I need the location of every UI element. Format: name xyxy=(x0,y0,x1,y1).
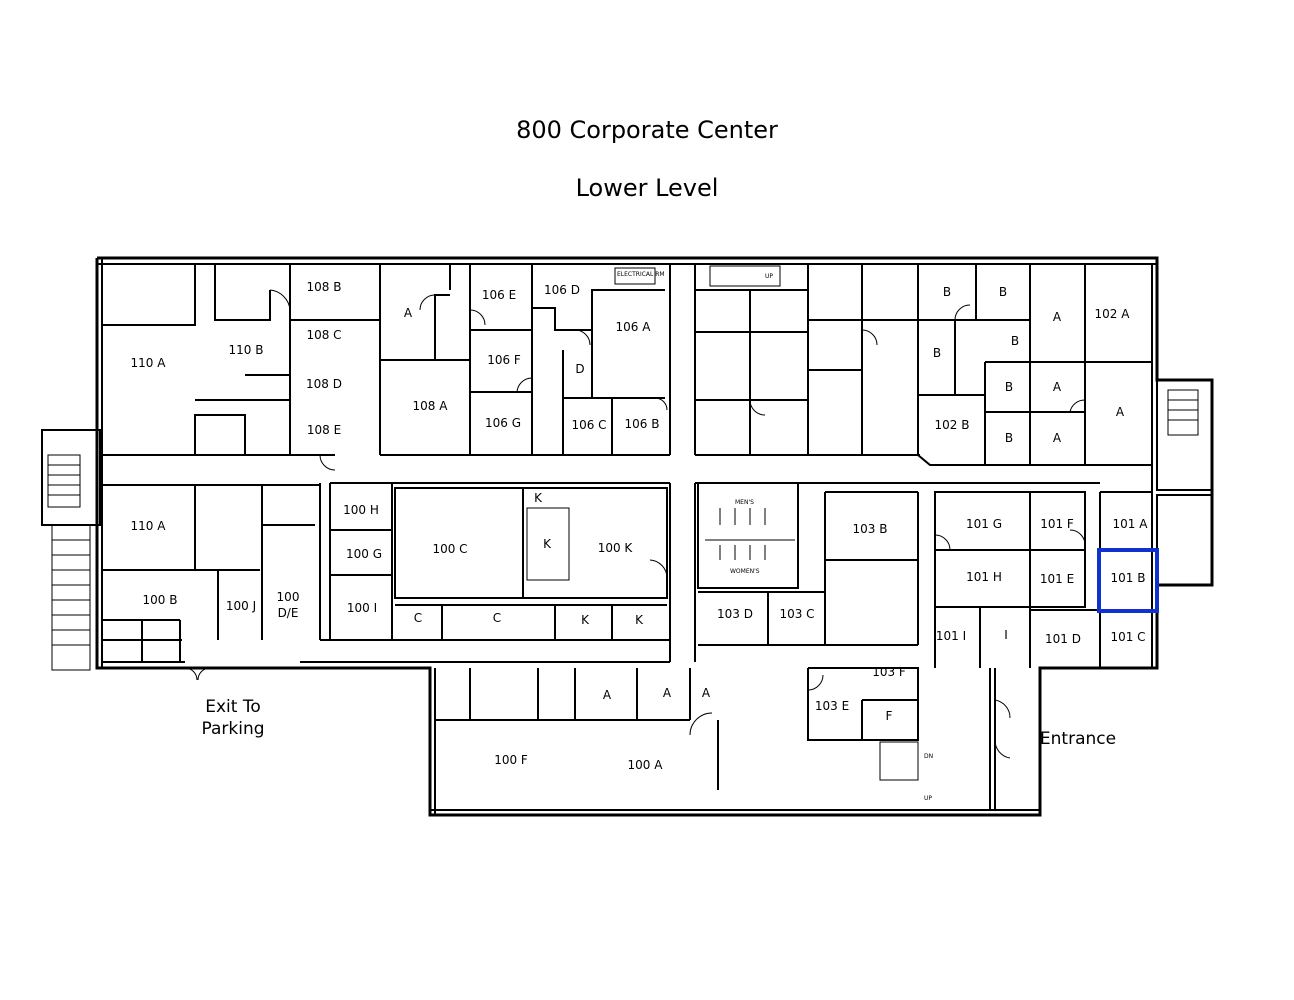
room-label[interactable]: F xyxy=(886,709,893,723)
room-label[interactable]: B xyxy=(933,346,941,360)
room-label[interactable]: B xyxy=(943,285,951,299)
room-label[interactable]: A xyxy=(1053,310,1062,324)
room-label[interactable]: D xyxy=(575,362,584,376)
room-label[interactable]: 101 G xyxy=(966,517,1002,531)
room-label[interactable]: 103 D xyxy=(717,607,753,621)
room-label[interactable]: A xyxy=(1053,431,1062,445)
room-label[interactable]: 106 C xyxy=(571,418,606,432)
room-label[interactable]: 101 I xyxy=(936,629,966,643)
room-label[interactable]: A xyxy=(702,686,711,700)
room-label[interactable]: 106 E xyxy=(482,288,516,302)
room-label[interactable]: 100 F xyxy=(494,753,528,767)
room-label[interactable]: B xyxy=(1005,380,1013,394)
room-label[interactable]: 106 F xyxy=(487,353,521,367)
room-label[interactable]: 106 A xyxy=(616,320,652,334)
room-label[interactable]: 101 B xyxy=(1111,571,1146,585)
room-label[interactable]: 101 A xyxy=(1113,517,1149,531)
room-label[interactable]: 106 G xyxy=(485,416,521,430)
west-wing-rooms xyxy=(102,264,315,662)
room-label[interactable]: A xyxy=(1116,405,1125,419)
room-label[interactable]: 108 C xyxy=(306,328,341,342)
room-label[interactable]: 100 C xyxy=(432,542,467,556)
room-label[interactable]: 100 I xyxy=(347,601,377,615)
room-label[interactable]: 108 B xyxy=(307,280,342,294)
block-102 xyxy=(917,264,1152,466)
room-label[interactable]: K xyxy=(581,613,590,627)
room-label[interactable]: K xyxy=(635,613,644,627)
block-108 xyxy=(290,264,471,455)
room-label[interactable]: 103 F xyxy=(872,665,906,679)
room-label[interactable]: 108 A xyxy=(413,399,449,413)
room-label[interactable]: 110 B xyxy=(229,343,264,357)
room-label[interactable]: A xyxy=(1053,380,1062,394)
room-label[interactable]: B xyxy=(1011,334,1019,348)
room-label[interactable]: 101 F xyxy=(1040,517,1074,531)
stair-up-label: UP xyxy=(765,273,773,280)
plan-subtitle: Lower Level xyxy=(575,174,719,202)
room-label[interactable]: A xyxy=(663,686,672,700)
room-label[interactable]: 102 A xyxy=(1095,307,1131,321)
room-label[interactable]: 110 A xyxy=(131,519,167,533)
room-label[interactable]: I xyxy=(1004,628,1008,642)
room-label[interactable]: 103 B xyxy=(853,522,888,536)
block-central-north xyxy=(695,264,918,455)
room-label[interactable]: 100 K xyxy=(598,541,634,555)
room-label[interactable]: 100 xyxy=(277,590,300,604)
room-label[interactable]: 101 D xyxy=(1045,632,1081,646)
room-label[interactable]: 103 C xyxy=(779,607,814,621)
stair-dn-south-label: DN xyxy=(924,753,933,760)
room-label[interactable]: 101 H xyxy=(966,570,1002,584)
room-label[interactable]: B xyxy=(999,285,1007,299)
room-label[interactable]: 100 G xyxy=(346,547,382,561)
room-label[interactable]: C xyxy=(493,611,501,625)
block-103 xyxy=(698,491,919,781)
electrical-room-label: ELECTRICAL RM xyxy=(617,271,665,278)
room-label[interactable]: 106 B xyxy=(625,417,660,431)
block-106 xyxy=(470,264,665,455)
room-label[interactable]: 101 C xyxy=(1110,630,1145,644)
stair-up-south-label: UP xyxy=(924,795,932,802)
room-label[interactable]: 106 D xyxy=(544,283,580,297)
room-label[interactable]: C xyxy=(414,611,422,625)
entrance-label: Entrance xyxy=(1040,729,1116,749)
room-label[interactable]: K xyxy=(534,491,543,505)
room-label[interactable]: 100 B xyxy=(143,593,178,607)
room-labels: 110 A 110 B 108 B 108 C 108 D 108 E A 10… xyxy=(131,280,1149,772)
highlight-101b[interactable] xyxy=(1097,548,1159,613)
room-label[interactable]: K xyxy=(543,537,552,551)
room-label[interactable]: 108 D xyxy=(306,377,342,391)
stair-tower-east xyxy=(1156,379,1213,586)
exit-label-line1: Exit To xyxy=(205,697,261,717)
room-label[interactable]: D/E xyxy=(278,606,299,620)
block-100-south xyxy=(435,668,996,810)
room-label[interactable]: 102 B xyxy=(935,418,970,432)
room-label[interactable]: A xyxy=(603,688,612,702)
room-label[interactable]: 100 A xyxy=(628,758,664,772)
block-100-center xyxy=(330,483,668,640)
room-label[interactable]: 110 A xyxy=(131,356,167,370)
mens-restroom-label: MEN'S xyxy=(735,499,754,506)
exit-label-line2: Parking xyxy=(201,719,264,739)
room-label[interactable]: 103 E xyxy=(815,699,849,713)
stair-tower-west xyxy=(41,429,101,671)
room-label[interactable]: 100 J xyxy=(226,599,256,613)
room-label[interactable]: A xyxy=(404,306,413,320)
womens-restroom-label: WOMEN'S xyxy=(730,568,760,575)
room-label[interactable]: B xyxy=(1005,431,1013,445)
plan-title: 800 Corporate Center xyxy=(516,116,778,144)
restrooms xyxy=(697,482,799,589)
room-label[interactable]: 101 E xyxy=(1040,572,1074,586)
room-label[interactable]: 108 E xyxy=(307,423,341,437)
door-swings xyxy=(184,289,1086,759)
room-label[interactable]: 100 H xyxy=(343,503,379,517)
